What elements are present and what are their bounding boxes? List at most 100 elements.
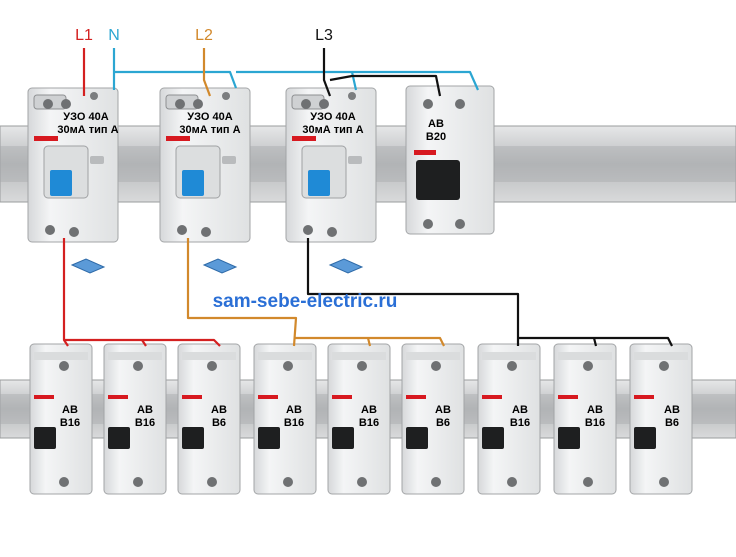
breaker-9 <box>629 343 693 495</box>
breaker-1 <box>29 343 93 495</box>
wire-l2-tap-breaker-5 <box>366 337 372 347</box>
rcd-3-label-type: 30мА тип А <box>302 124 363 136</box>
breaker-top-cap <box>558 352 612 360</box>
breaker-toggle-handle <box>258 427 280 449</box>
n-terminal-block-icon <box>70 258 106 274</box>
screw-icon <box>207 361 217 371</box>
breaker-5 <box>327 343 391 495</box>
screw-icon <box>133 477 143 487</box>
screw-icon <box>201 227 211 237</box>
breaker-3-label-type: АВ <box>211 404 227 416</box>
screw-icon <box>583 477 593 487</box>
rcd-1 <box>27 87 119 274</box>
screw-icon <box>423 219 433 229</box>
main-breaker-label-type: АВ <box>428 118 444 130</box>
breaker-7-label-type: АВ <box>512 404 528 416</box>
screw-icon <box>283 361 293 371</box>
breaker-body <box>553 343 617 495</box>
label-l1: L1 <box>75 27 93 44</box>
screw-icon <box>319 99 329 109</box>
breaker-body <box>253 343 317 495</box>
screw-icon <box>507 477 517 487</box>
screw-icon <box>177 225 187 235</box>
screw-icon <box>583 361 593 371</box>
rcd-toggle-handle <box>308 170 330 196</box>
screw-icon <box>431 477 441 487</box>
n-terminal-block-icon <box>202 258 238 274</box>
breaker-toggle-handle <box>34 427 56 449</box>
breaker-top-cap <box>332 352 386 360</box>
breaker-toggle-handle <box>332 427 354 449</box>
rcd-3-caption: УЗО 40А 30мА тип А <box>302 111 363 136</box>
brand-logo <box>332 395 352 399</box>
test-button-icon <box>222 156 236 164</box>
rcd-2-label-rating: УЗО 40А <box>187 111 232 123</box>
breaker-9-label-type: АВ <box>664 404 680 416</box>
breaker-1-label-rating: В16 <box>60 417 80 429</box>
breaker-2 <box>103 343 167 495</box>
screw-icon <box>61 99 71 109</box>
breaker-top-cap <box>258 352 312 360</box>
breaker-toggle-handle <box>634 427 656 449</box>
screw-icon <box>431 361 441 371</box>
screw-icon <box>423 99 433 109</box>
breaker-body <box>327 343 391 495</box>
breaker-5-label-type: АВ <box>361 404 377 416</box>
wire-l3-tap-breaker-8 <box>592 337 598 347</box>
breaker-body <box>401 343 465 495</box>
brand-logo <box>34 136 58 141</box>
rcd-3-label-rating: УЗО 40А <box>310 111 355 123</box>
screw-icon <box>175 99 185 109</box>
breaker-toggle-handle <box>482 427 504 449</box>
screw-icon <box>348 92 356 100</box>
screw-icon <box>207 477 217 487</box>
screw-icon <box>283 477 293 487</box>
screw-icon <box>357 477 367 487</box>
wire-l3-out <box>306 238 520 346</box>
breaker-6 <box>401 343 465 495</box>
breaker-3-label-rating: В6 <box>212 417 226 429</box>
rcd-3 <box>285 87 377 274</box>
rcd-toggle-handle <box>182 170 204 196</box>
wire-l1-out <box>62 238 69 347</box>
breaker-toggle-handle <box>108 427 130 449</box>
screw-icon <box>659 477 669 487</box>
label-l2: L2 <box>195 27 213 44</box>
rcd-2 <box>159 87 251 274</box>
brand-logo <box>258 395 278 399</box>
watermark-text: sam-sebe-electric.ru <box>213 291 398 312</box>
breaker-6-label-type: АВ <box>435 404 451 416</box>
breaker-body <box>103 343 167 495</box>
brand-logo <box>292 136 316 141</box>
screw-icon <box>303 225 313 235</box>
wire-l2-bus <box>294 336 445 347</box>
brand-logo <box>634 395 654 399</box>
main-breaker-label-rating: В20 <box>426 131 446 143</box>
breaker-9-label-rating: В6 <box>665 417 679 429</box>
screw-icon <box>301 99 311 109</box>
breaker-top-cap <box>108 352 162 360</box>
wire-l1-bus <box>64 338 221 347</box>
breaker-top-cap <box>634 352 688 360</box>
breaker-toggle-handle <box>182 427 204 449</box>
screw-icon <box>45 225 55 235</box>
screw-icon <box>327 227 337 237</box>
screw-icon <box>455 99 465 109</box>
rcd-1-label-type: 30мА тип А <box>57 124 118 136</box>
breaker-top-cap <box>34 352 88 360</box>
rcd-1-label-rating: УЗО 40А <box>63 111 108 123</box>
breaker-5-label-rating: В16 <box>359 417 379 429</box>
wire-l2-feed <box>202 48 212 97</box>
breaker-body <box>477 343 541 495</box>
main-breaker-toggle-handle <box>416 160 460 200</box>
breaker-8-label-rating: В16 <box>585 417 605 429</box>
brand-logo <box>406 395 426 399</box>
wire-l3-to-main-breaker <box>329 74 442 97</box>
breaker-top-cap <box>482 352 536 360</box>
label-l3: L3 <box>315 27 333 44</box>
screw-icon <box>43 99 53 109</box>
breaker-top-cap <box>406 352 460 360</box>
breaker-8 <box>553 343 617 495</box>
rcd-toggle-handle <box>50 170 72 196</box>
